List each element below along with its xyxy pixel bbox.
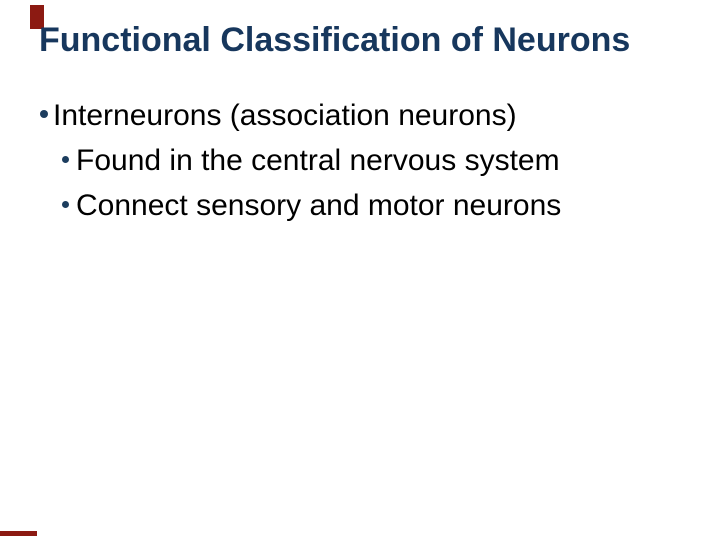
bullet-item: Found in the central nervous system [62,142,560,180]
bullet-text: Found in the central nervous system [76,144,560,177]
bullet-text: Connect sensory and motor neurons [76,189,562,222]
bullet-item: Connect sensory and motor neurons [62,187,561,225]
bullet-dot-icon [62,155,69,163]
bullet-dot-icon [40,110,48,118]
bullet-dot-icon [62,200,69,208]
bullet-item: Interneurons (association neurons) [40,97,517,135]
slide-title: Functional Classification of Neurons [39,21,631,59]
red-accent-line [0,531,37,536]
red-accent-bar [30,5,44,29]
bullet-text: Interneurons (association neurons) [53,99,517,132]
